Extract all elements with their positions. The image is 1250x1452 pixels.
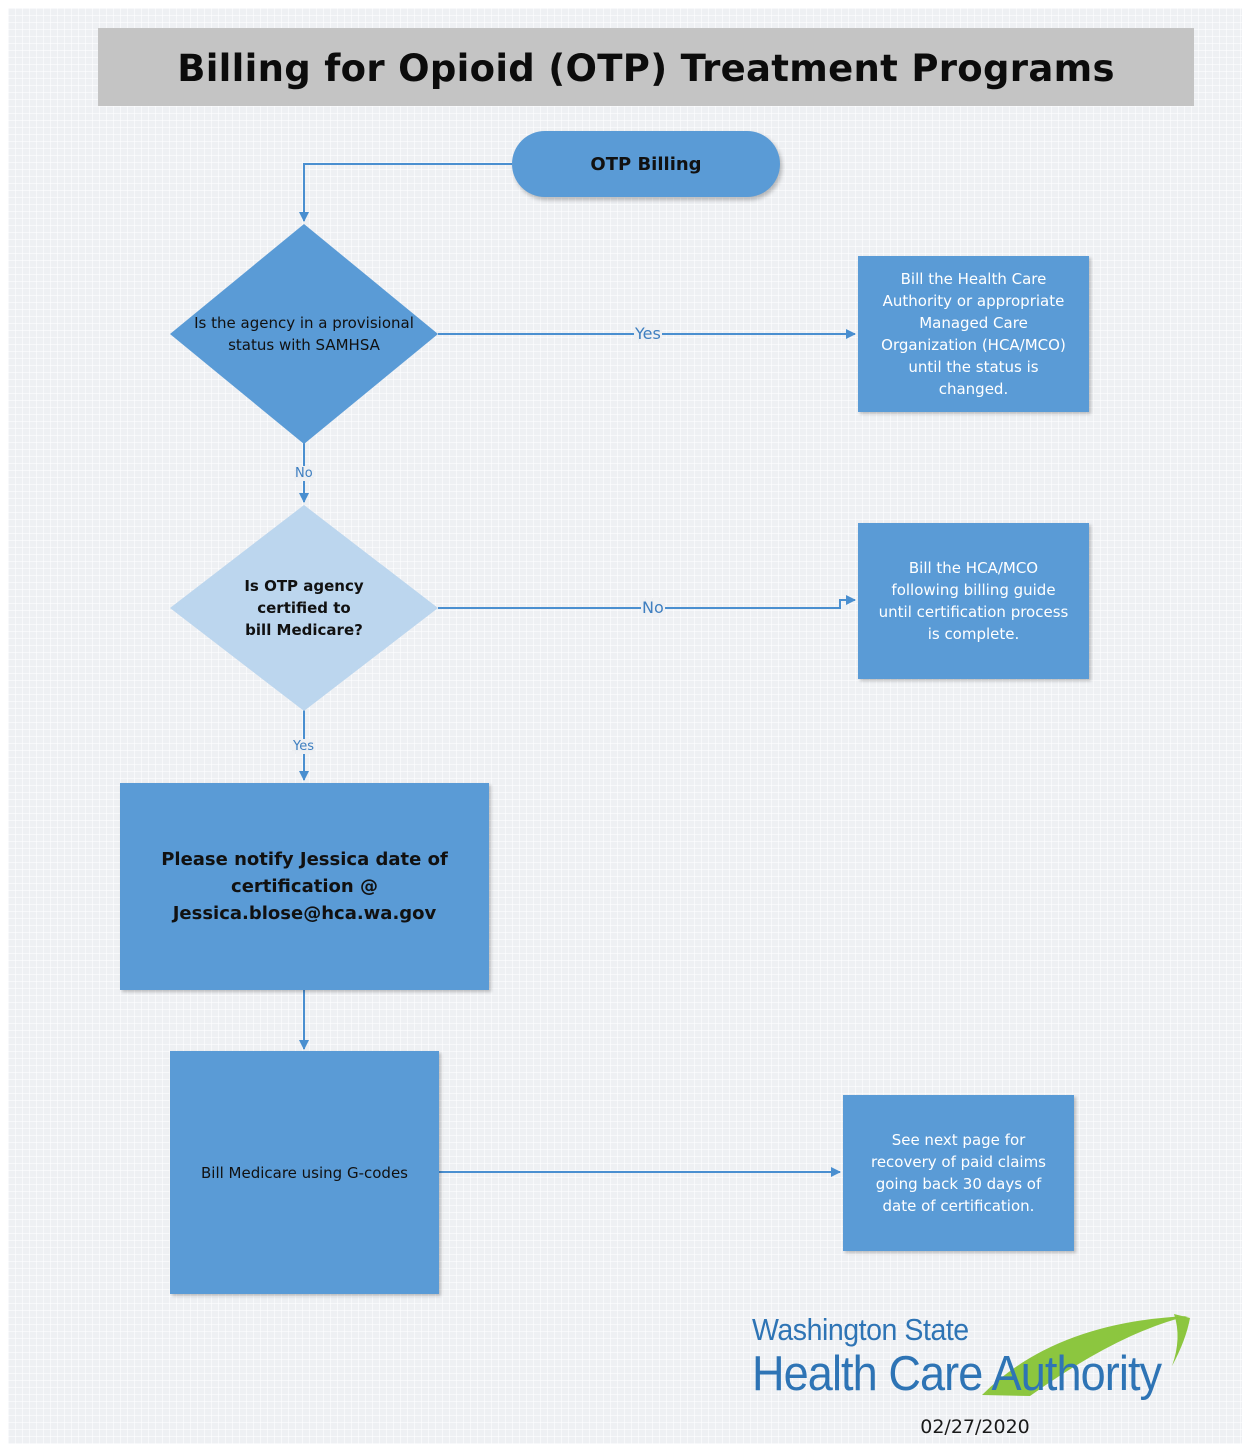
bill-hca-cert-line-3: until certification process xyxy=(878,603,1069,621)
see-next-line-4: date of certification. xyxy=(882,1197,1035,1215)
bill-hca-cert-line-2: following billing guide xyxy=(891,581,1056,599)
decision-provisional-line-2: status with SAMHSA xyxy=(228,336,380,354)
notify-line-2: certification @ xyxy=(231,876,378,897)
edge-label-certified-yes: Yes xyxy=(292,739,315,754)
document-date: 02/27/2020 xyxy=(920,1416,1030,1438)
decision-provisional-line-1: Is the agency in a provisional xyxy=(194,314,414,332)
bill-hca-status-line-6: changed. xyxy=(938,380,1009,398)
see-next-page-recovery: See next page for recovery of paid claim… xyxy=(843,1095,1074,1251)
see-next-line-3: going back 30 days of xyxy=(875,1175,1042,1193)
decision-certified-medicare: Is OTP agency certified to bill Medicare… xyxy=(170,505,438,711)
bill-hca-status-line-3: Managed Care xyxy=(919,314,1028,332)
notify-email: Jessica.blose@hca.wa.gov xyxy=(172,903,437,924)
start-node-otp-billing: OTP Billing xyxy=(512,131,780,197)
bill-medicare-g-codes: Bill Medicare using G-codes xyxy=(170,1051,439,1294)
bill-hca-mco-until-status-changed: Bill the Health Care Authority or approp… xyxy=(858,256,1089,412)
logo-health-care: Health Care xyxy=(752,1347,983,1401)
notify-line-1: Please notify Jessica date of xyxy=(161,849,448,870)
logo-swoosh xyxy=(982,1314,1190,1396)
see-next-line-2: recovery of paid claims xyxy=(870,1153,1046,1171)
bill-hca-cert-line-1: Bill the HCA/MCO xyxy=(908,559,1039,577)
bill-hca-mco-until-certified: Bill the HCA/MCO following billing guide… xyxy=(858,523,1089,679)
logo-health-care-authority: Health Care Authority xyxy=(752,1346,1163,1402)
edge-label-provisional-yes: Yes xyxy=(634,324,662,343)
decision-certified-line-3: bill Medicare? xyxy=(245,621,363,639)
logo-authority: Authority xyxy=(991,1347,1163,1401)
bill-hca-status-line-2: Authority or appropriate xyxy=(882,292,1065,310)
title-bar: Billing for Opioid (OTP) Treatment Progr… xyxy=(98,28,1194,106)
edge-label-certified-no: No xyxy=(641,598,665,617)
start-node-label: OTP Billing xyxy=(590,153,702,175)
decision-certified-line-2: certified to xyxy=(257,599,351,617)
bill-medicare-label: Bill Medicare using G-codes xyxy=(200,1163,408,1182)
decision-certified-line-1: Is OTP agency xyxy=(244,577,364,595)
edge-label-provisional-no: No xyxy=(294,466,314,481)
edge-start-to-provisional xyxy=(299,163,512,222)
bill-hca-status-line-4: Organization (HCA/MCO) xyxy=(881,336,1066,354)
notify-certification-date: Please notify Jessica date of certificat… xyxy=(120,783,489,990)
edge-certified-no xyxy=(438,595,856,609)
see-next-line-1: See next page for xyxy=(891,1131,1026,1149)
logo-washington-state: Washington State xyxy=(752,1312,969,1347)
decision-provisional-status: Is the agency in a provisional status wi… xyxy=(170,224,438,444)
bill-hca-status-line-1: Bill the Health Care xyxy=(900,270,1047,288)
page-title: Billing for Opioid (OTP) Treatment Progr… xyxy=(177,46,1115,90)
bill-hca-status-line-5: until the status is xyxy=(908,358,1039,376)
bill-hca-cert-line-4: is complete. xyxy=(927,625,1020,643)
